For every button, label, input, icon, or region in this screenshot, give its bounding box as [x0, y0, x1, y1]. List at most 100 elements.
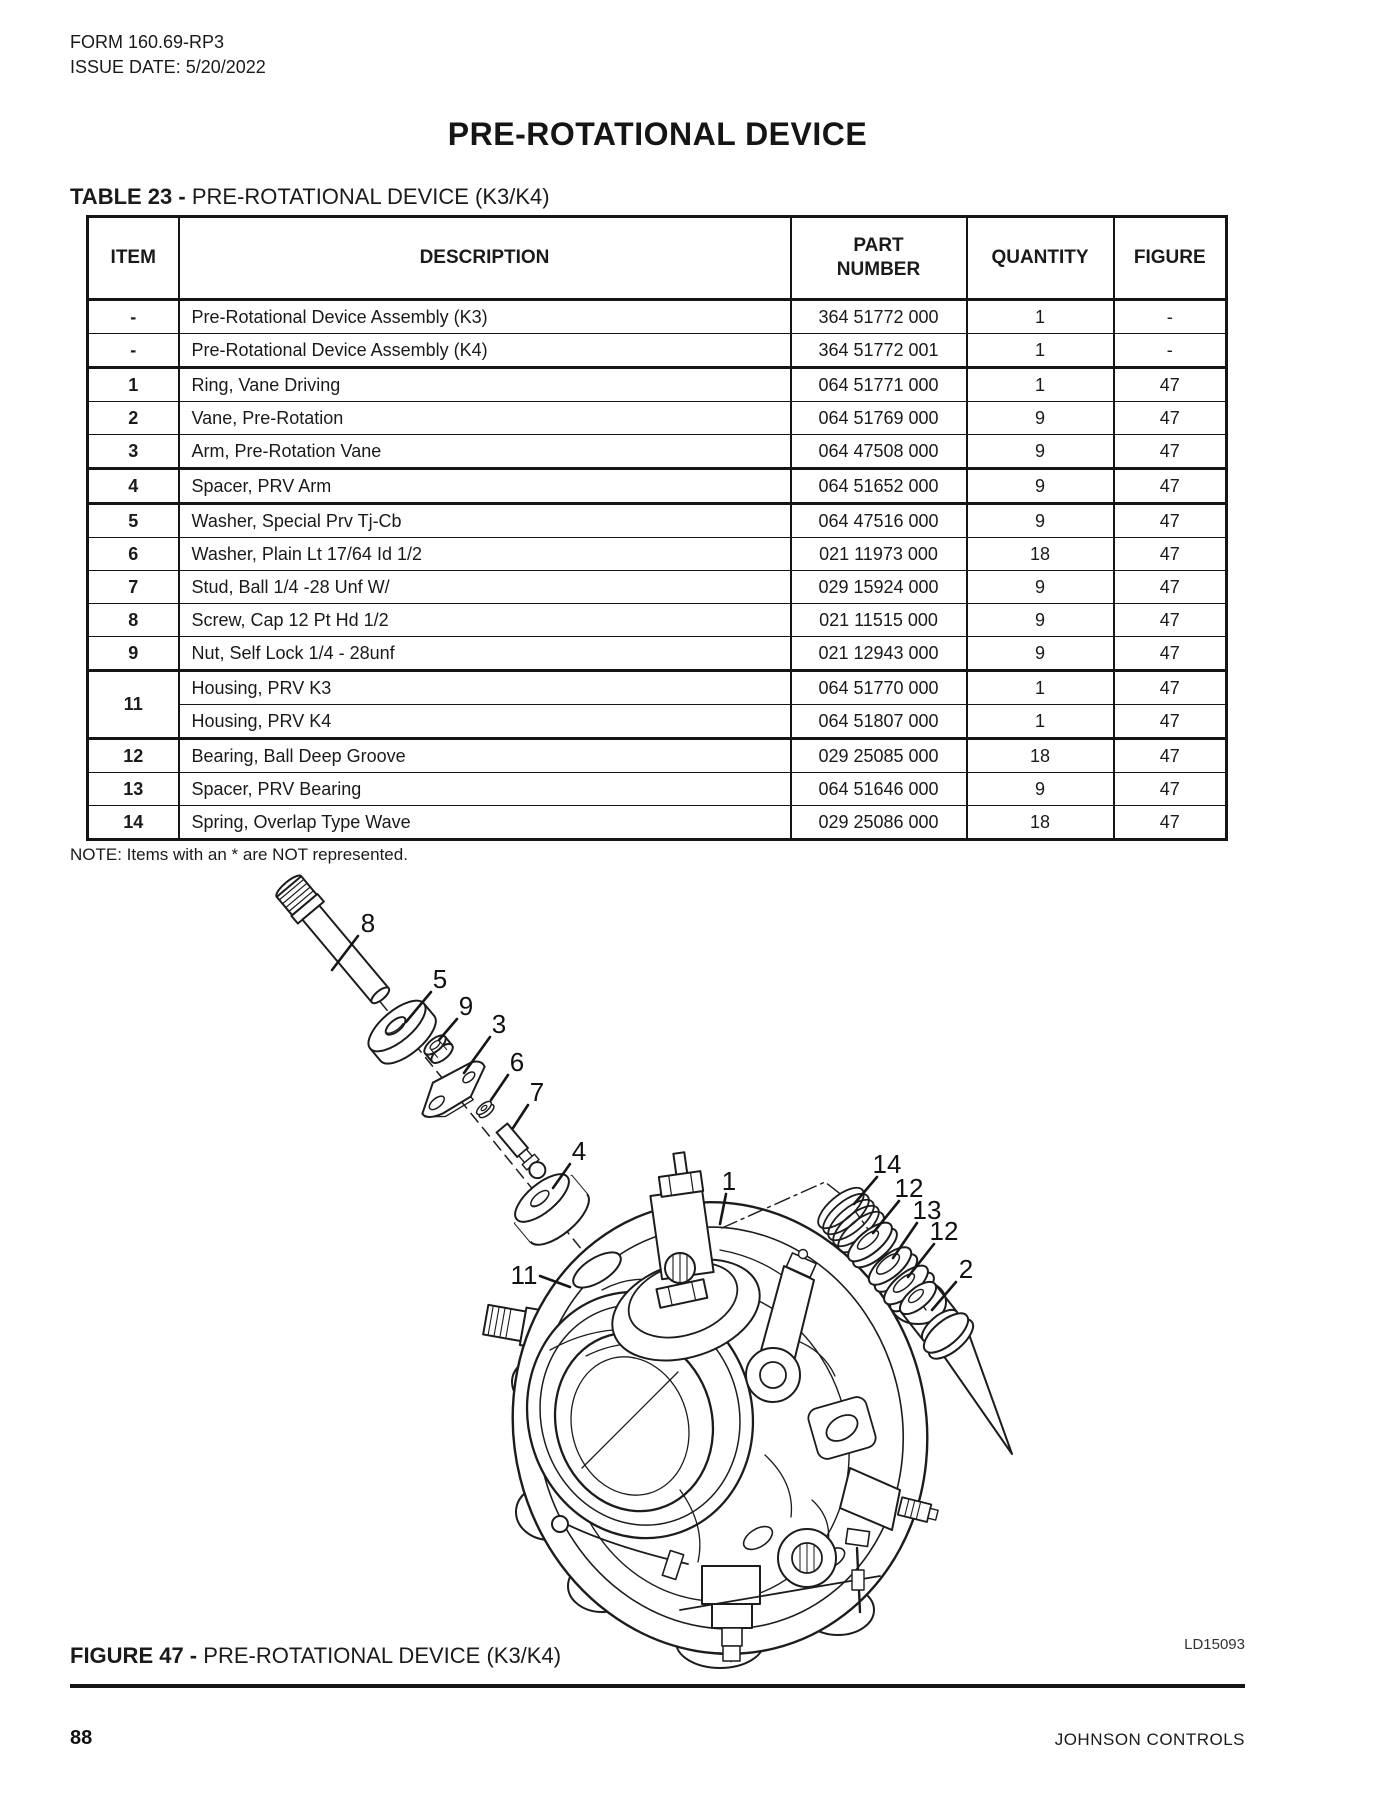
- cell-quantity: 9: [965, 636, 1115, 672]
- part-spring-14: [817, 1186, 885, 1254]
- table-caption-title: PRE-ROTATIONAL DEVICE (K3/K4): [191, 184, 550, 209]
- table-caption-label: TABLE 23 -: [70, 184, 186, 209]
- cell-figure: 47: [1112, 805, 1228, 840]
- callout-13: 13: [913, 1195, 942, 1225]
- housing-lower-right-arm: [777, 1467, 939, 1588]
- issue-date: ISSUE DATE: 5/20/2022: [70, 57, 266, 77]
- cell-quantity: 1: [965, 299, 1115, 334]
- exploded-parts-diagram: 8 5 9 3 6 7 4 1 11 14 12 13 12 2: [275, 874, 1013, 1669]
- cell-item: 13: [86, 772, 180, 806]
- cell-description: Housing, PRV K4: [177, 704, 792, 740]
- callout-14-leader: [852, 1175, 879, 1206]
- cell-item: 7: [86, 570, 180, 604]
- cell-quantity: 9: [965, 570, 1115, 604]
- part-screw-8: [275, 874, 391, 1005]
- callout-13-leader: [891, 1221, 919, 1260]
- cell-item: -: [86, 333, 180, 369]
- cell-figure: -: [1112, 333, 1228, 369]
- cell-figure: 47: [1112, 570, 1228, 604]
- cell-part-number: 064 51652 000: [789, 468, 968, 505]
- cell-figure: 47: [1112, 704, 1228, 740]
- callout-7-leader: [511, 1103, 530, 1130]
- cell-part-number: 064 51771 000: [789, 367, 968, 402]
- cell-description: Arm, Pre-Rotation Vane: [177, 434, 792, 470]
- cell-description: Vane, Pre-Rotation: [177, 401, 792, 435]
- footer-company: JOHNSON CONTROLS: [1054, 1730, 1245, 1749]
- cell-item: 2: [86, 401, 180, 435]
- cell-description: Housing, PRV K3: [177, 670, 792, 705]
- cell-figure: -: [1112, 299, 1228, 334]
- callout-9-leader: [437, 1017, 459, 1042]
- vane-stack-axis-line: [721, 1181, 844, 1229]
- cell-description: Pre-Rotational Device Assembly (K4): [177, 333, 792, 369]
- cell-quantity: 18: [965, 738, 1115, 773]
- callout-9: 9: [459, 991, 473, 1021]
- cell-quantity: 9: [965, 401, 1115, 435]
- cell-quantity: 9: [965, 434, 1115, 470]
- cell-part-number: 064 47516 000: [789, 503, 968, 538]
- part-washer-5: [367, 999, 437, 1065]
- table-row: -Pre-Rotational Device Assembly (K4)364 …: [86, 333, 1228, 369]
- cell-description: Washer, Special Prv Tj-Cb: [177, 503, 792, 538]
- cell-item: 14: [86, 805, 180, 840]
- callout-5: 5: [433, 964, 447, 994]
- cell-quantity: 9: [965, 603, 1115, 637]
- cell-description: Nut, Self Lock 1/4 - 28unf: [177, 636, 792, 672]
- cell-description: Spacer, PRV Arm: [177, 468, 792, 505]
- cell-quantity: 1: [965, 704, 1115, 740]
- callout-12a-leader: [871, 1199, 901, 1235]
- part-nut-9: [423, 1034, 454, 1064]
- cell-part-number: 364 51772 000: [789, 299, 968, 334]
- callout-11-leader: [538, 1274, 572, 1289]
- cell-figure: 47: [1112, 434, 1228, 470]
- table-note: NOTE: Items with an * are NOT represente…: [70, 845, 408, 864]
- part-washer-6: [475, 1100, 495, 1119]
- callout-6-leader: [489, 1073, 510, 1102]
- cell-figure: 47: [1112, 738, 1228, 773]
- column-header-item: ITEM: [86, 215, 180, 301]
- cell-part-number: 021 11515 000: [789, 603, 968, 637]
- callout-3-leader: [462, 1035, 492, 1075]
- cell-item: 6: [86, 537, 180, 571]
- cell-quantity: 9: [965, 468, 1115, 505]
- cell-quantity: 1: [965, 670, 1115, 705]
- callout-1-leader: [718, 1192, 728, 1226]
- parts-table-body: -Pre-Rotational Device Assembly (K3)364 …: [86, 299, 1228, 840]
- cell-item: 11: [86, 670, 180, 740]
- part-vane-2: [898, 1280, 1013, 1455]
- cell-description: Pre-Rotational Device Assembly (K3): [177, 299, 792, 334]
- column-header-quantity: QUANTITY: [965, 215, 1115, 301]
- callout-6: 6: [510, 1047, 524, 1077]
- cell-part-number: 021 11973 000: [789, 537, 968, 571]
- part-spacer-13: [867, 1246, 919, 1293]
- cell-figure: 47: [1112, 636, 1228, 672]
- cell-item: 5: [86, 503, 180, 538]
- callout-8: 8: [361, 908, 375, 938]
- callout-11: 11: [511, 1260, 538, 1290]
- part-stud-7: [495, 1122, 547, 1180]
- cell-description: Stud, Ball 1/4 -28 Unf W/: [177, 570, 792, 604]
- cell-figure: 47: [1112, 367, 1228, 402]
- callout-12b: 12: [930, 1216, 959, 1246]
- cell-item: 8: [86, 603, 180, 637]
- cell-figure: 47: [1112, 603, 1228, 637]
- cell-figure: 47: [1112, 401, 1228, 435]
- cell-item: 4: [86, 468, 180, 505]
- figure-caption-label: FIGURE 47 -: [70, 1643, 198, 1668]
- callout-4: 4: [572, 1136, 586, 1166]
- callout-3: 3: [492, 1009, 506, 1039]
- callout-2-leader: [930, 1280, 958, 1312]
- callout-7: 7: [530, 1077, 544, 1107]
- cell-part-number: 021 12943 000: [789, 636, 968, 672]
- table-caption: TABLE 23 - PRE-ROTATIONAL DEVICE (K3/K4): [70, 184, 550, 210]
- assembly-axis-dashed-line: [311, 917, 601, 1273]
- cell-part-number: 064 47508 000: [789, 434, 968, 470]
